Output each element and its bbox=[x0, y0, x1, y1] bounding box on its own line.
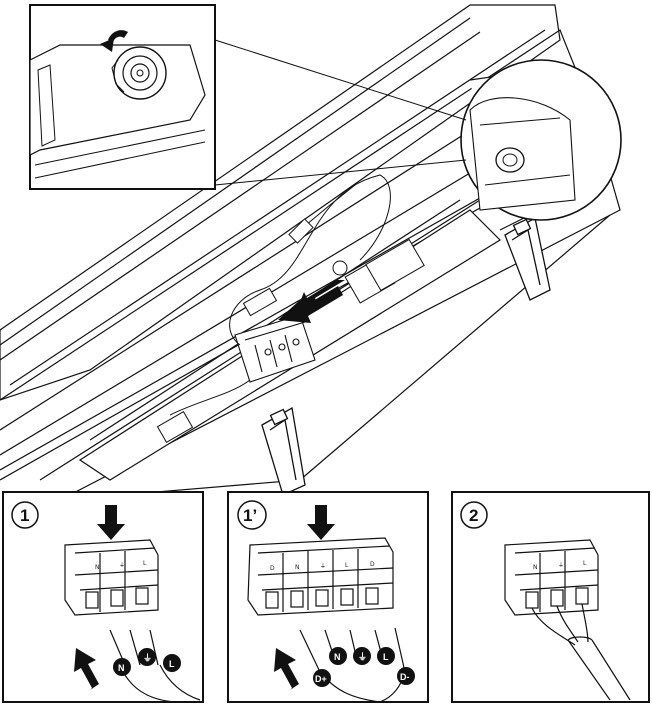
inset-detail bbox=[29, 4, 216, 190]
panel-1-prime: 1’ D N ⏚ L D D+ N bbox=[227, 491, 429, 703]
cable-gland-icon bbox=[495, 147, 525, 173]
wire-label-badges bbox=[313, 647, 415, 687]
panel-2: 2 N ⏚ L bbox=[451, 491, 650, 703]
rotate-arrow-icon bbox=[100, 30, 128, 52]
terminal-mark: L bbox=[583, 560, 587, 567]
wire-label-badges bbox=[113, 648, 181, 676]
panel-number: 1 bbox=[20, 506, 29, 525]
push-arrow-icon bbox=[74, 505, 125, 690]
cable bbox=[531, 603, 631, 701]
wire-label: D+ bbox=[315, 674, 327, 684]
leader-line-bottom bbox=[214, 159, 467, 186]
push-arrow-icon bbox=[274, 505, 335, 690]
terminal-mark: L bbox=[345, 562, 349, 569]
panel-1: 1 N ⏚ L N ⏚ L bbox=[2, 491, 204, 703]
panel-number: 2 bbox=[469, 506, 478, 525]
terminal-mark: N bbox=[533, 564, 538, 571]
terminal-mark: ⏚ bbox=[119, 562, 125, 569]
mounting-clip-right bbox=[504, 216, 551, 301]
wire-label: ⏚ bbox=[143, 653, 152, 663]
small-components bbox=[156, 218, 425, 443]
push-arrow-icon-2 bbox=[296, 280, 345, 312]
wire-label: ⏚ bbox=[358, 652, 367, 662]
terminal-mark: D bbox=[270, 565, 275, 572]
terminal-block-in-luminaire bbox=[234, 314, 316, 383]
terminal-mark: N bbox=[95, 564, 100, 571]
wire-label: D- bbox=[400, 672, 410, 682]
terminal-mark: ⏚ bbox=[558, 562, 564, 569]
mounting-clip-left bbox=[261, 406, 306, 496]
wire-label: L bbox=[383, 652, 389, 662]
wire-label: L bbox=[169, 659, 175, 669]
internal-wiring bbox=[169, 174, 391, 416]
terminal-mark: L bbox=[143, 560, 147, 567]
terminal-mark: ⏚ bbox=[320, 563, 326, 570]
wire-label: N bbox=[334, 652, 341, 662]
terminal-block bbox=[504, 539, 599, 616]
terminal-block bbox=[247, 537, 394, 616]
zoom-circle bbox=[460, 59, 622, 221]
terminal-mark: N bbox=[295, 564, 300, 571]
terminal-block bbox=[64, 539, 159, 616]
panel-number: 1’ bbox=[243, 506, 257, 525]
wire-label: N bbox=[118, 663, 125, 673]
cable-gland-icon bbox=[111, 46, 167, 100]
terminal-mark: D bbox=[370, 561, 375, 568]
leader-line-top bbox=[214, 39, 467, 121]
